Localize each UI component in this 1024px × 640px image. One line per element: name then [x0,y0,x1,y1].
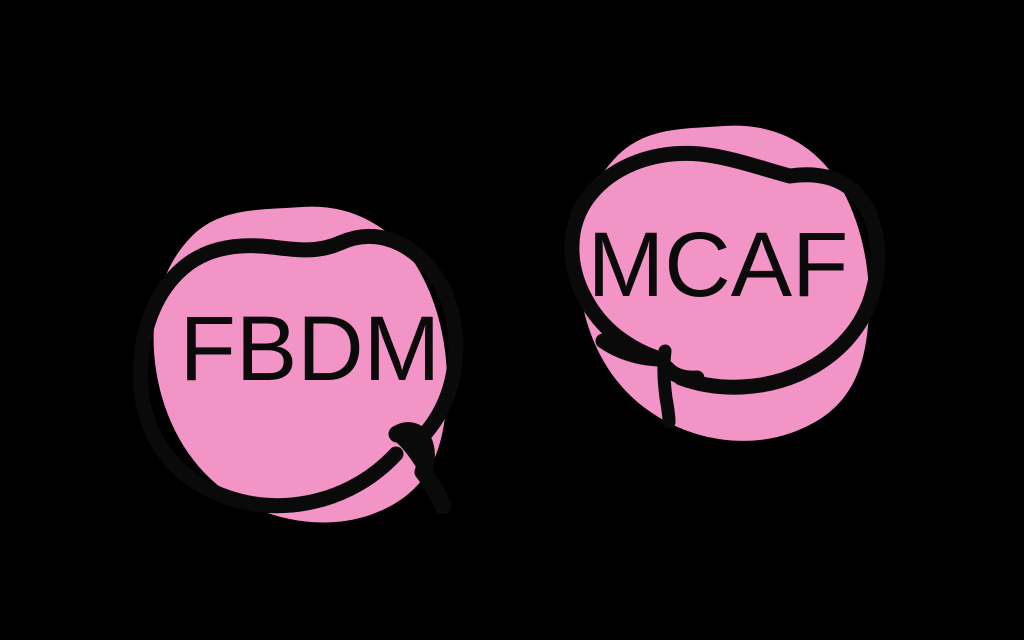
bubble-fbdm-label: FBDM [180,298,441,400]
bubble-mcaf-outline [564,145,886,395]
bubble-fbdm-blob [153,206,448,523]
bubble-mcaf-tail-hook [659,360,705,386]
bubble-mcaf-label: MCAF [588,214,849,316]
bubble-fbdm-tail-inner [394,430,433,477]
bubble-mcaf-outline-stub [595,333,666,367]
bubble-fbdm-tail [388,422,452,515]
bubble-mcaf[interactable]: MCAF [564,125,886,441]
bubble-fbdm[interactable]: FBDM [133,206,464,523]
bubble-fbdm-outline [133,228,464,514]
